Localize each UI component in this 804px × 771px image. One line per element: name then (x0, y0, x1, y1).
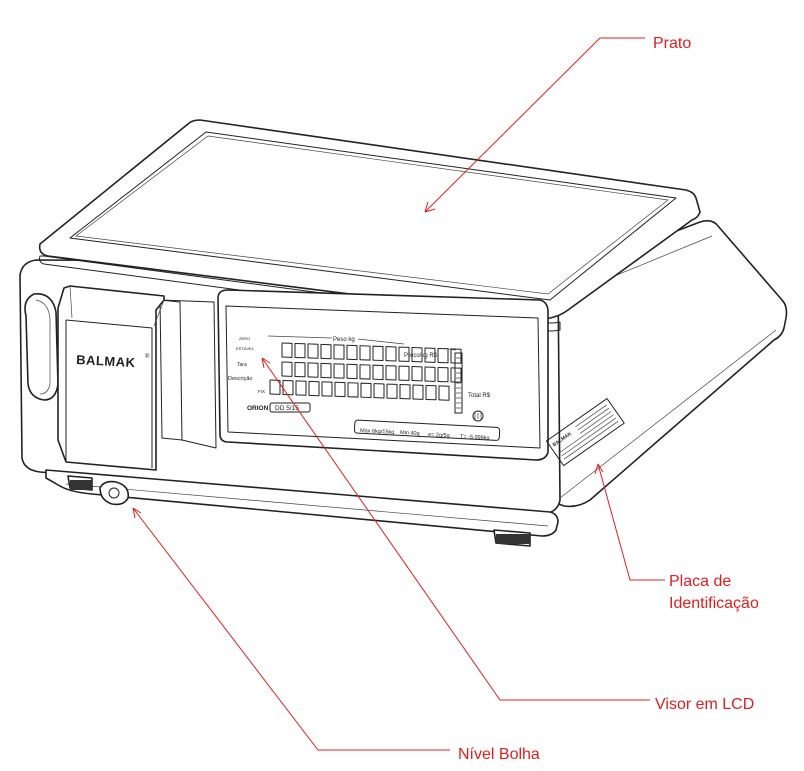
spec-t: T= -5.998kg (460, 434, 490, 442)
descricao-label: Descrição (228, 376, 252, 382)
digit-row-1 (281, 342, 462, 364)
spec-e: e= 2g/5g (428, 432, 450, 439)
brand-module: BALMAK ® (57, 285, 165, 471)
callout-prato: Prato (653, 35, 691, 52)
digit-row-3 (269, 379, 450, 401)
brand-logo: BALMAK (76, 352, 136, 370)
preco-label: Preco/kg R$ (404, 353, 438, 359)
feet (67, 475, 531, 547)
zero-label: ZERO (239, 336, 250, 341)
estavel-label: ESTÁVEL (236, 346, 255, 351)
bubble-level (99, 480, 130, 506)
digit-row-2 (281, 361, 462, 383)
display-panel: ZERO ESTÁVEL Tara Descrição FIX Peso kg … (217, 289, 549, 461)
spec-min: Min 40g (400, 430, 420, 437)
callout-nivel: Nível Bolha (458, 746, 540, 763)
weighing-pan (38, 119, 701, 332)
brand-trademark: ® (145, 353, 150, 360)
callout-placa-line2: Identificação (669, 595, 759, 612)
model-name: ORION (247, 405, 269, 412)
model-code: DD 5/15 (275, 405, 299, 412)
callout-visor: Visor em LCD (655, 696, 754, 713)
spec-max: Max 6kg/15kg (360, 428, 395, 436)
fix-label: FIX (258, 389, 265, 394)
callout-placa-line1: Placa de (669, 573, 731, 590)
peso-label: Peso kg (333, 337, 355, 343)
tara-label: Tara (237, 362, 247, 368)
callout-leaders (132, 37, 665, 751)
total-label: Total R$ (468, 393, 491, 399)
